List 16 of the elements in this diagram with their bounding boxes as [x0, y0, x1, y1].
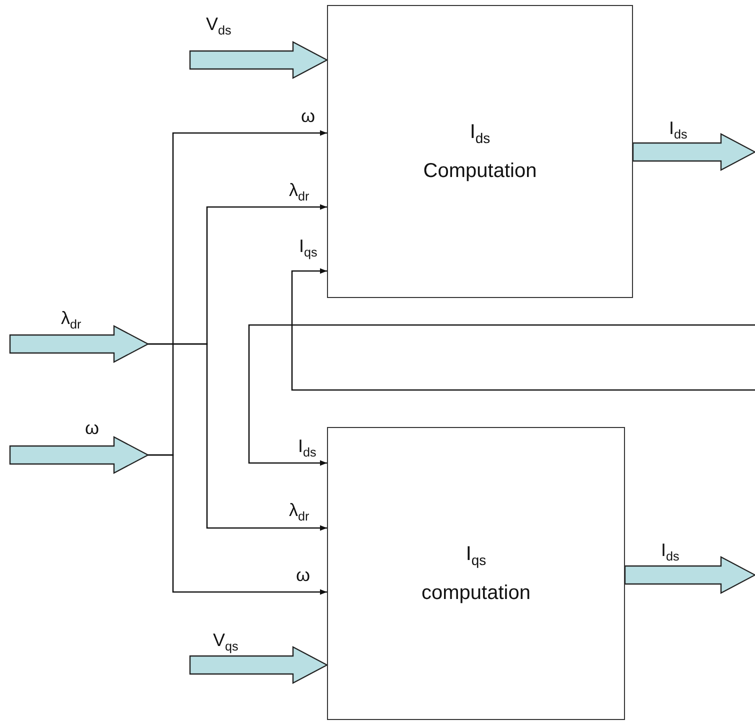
box-title: I$_{qs}$	[466, 544, 486, 567]
box-text: computation	[422, 583, 530, 603]
block-arrow	[9, 325, 150, 363]
block-arrow	[9, 436, 150, 474]
arrow	[189, 41, 328, 79]
box-title: I$_{ds}$	[470, 122, 490, 145]
arrow	[624, 556, 755, 594]
arrow	[189, 646, 328, 684]
arrow	[632, 133, 755, 171]
arrow	[291, 268, 755, 391]
process-box	[327, 427, 625, 720]
arrow	[148, 343, 327, 531]
arrow	[148, 454, 327, 595]
arrow	[248, 324, 755, 466]
process-box	[327, 5, 633, 298]
box-text: Computation	[423, 161, 537, 181]
